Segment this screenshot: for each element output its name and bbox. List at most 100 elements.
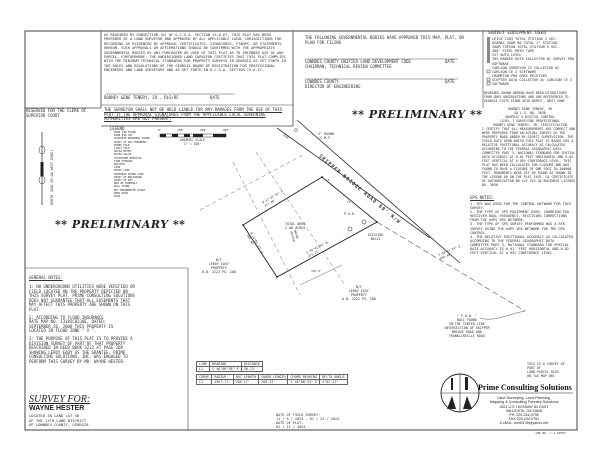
firm-services: Land Surveying, Land Planning, Mapping &…: [489, 396, 559, 405]
date-label: DATE: [445, 79, 455, 84]
total-area: TOTAL AREA 2.00 ACRES: [285, 222, 306, 230]
scale-tick: 0': [158, 128, 162, 132]
gps-note: 4. THE RELATIVE POSITIONAL ACCURACY AS C…: [470, 234, 574, 256]
legend-item: FENCE LINE: [114, 169, 130, 173]
table-header: DELTA ANGLE: [319, 374, 348, 380]
equipment-item: LEICA 1203 TOTAL STATION 3 SEC.: [492, 37, 558, 41]
government-approval-intro: THE FOLLOWING GOVERNMENTAL BODIES HAVE A…: [305, 35, 464, 45]
legend-title: LEGEND: [110, 126, 125, 131]
table-cell: C1: [195, 379, 213, 385]
adjoining-line: [232, 161, 301, 296]
legend-item: POWER POLE: [114, 143, 130, 147]
dimension-line: [299, 264, 343, 286]
engineering-signature: LOWNDES COUNTY DIRECTOR OF ENGINEERING: [305, 79, 361, 89]
legend-item: CONCRETE MONUMENT FOUND: [114, 137, 150, 141]
surveyor-name: RODNEY GENE TENERY, JR., RLS/RF: [104, 95, 179, 100]
equipment-title: SURVEY EQUIPMENT USED: [488, 31, 547, 36]
date-label: DATE: [445, 59, 455, 64]
adjoining-line: [255, 151, 346, 286]
liability-statement: THE SURVEYOR SHALL NOT BE HELD LIABLE FO…: [104, 107, 283, 122]
scale-tick: 300': [222, 128, 230, 132]
equipment-item: CARLSON SURVEYOR II COLLECTOR W/ CARLSON…: [492, 65, 560, 74]
clerk-box-label: RESERVED FOR THE CLERK OF SUPERIOR COURT: [26, 108, 87, 118]
adjoining-line: [199, 154, 304, 211]
table-cell: L1: [195, 366, 211, 372]
legend-item: NOT MONUMENTED POINT: [114, 188, 146, 192]
bearings-note: BEARINGS SHOWN HEREON HAVE BEEN ESTABLIS…: [484, 91, 569, 103]
gps-note: 2. THE TYPE OF GPS EQUIPMENT USED: CHAMP…: [470, 210, 570, 223]
equipment-item: CST AUTO LEVEL: [492, 53, 522, 58]
centerline: [376, 221, 526, 312]
scale-tick: 200': [199, 128, 208, 132]
general-note: 1: NO UNDERGROUND UTILITIES WERE VERIFIE…: [29, 284, 135, 312]
general-notes: 1: NO UNDERGROUND UTILITIES WERE VERIFIE…: [29, 284, 139, 365]
iron-pin-icon: [276, 276, 278, 278]
job-number: JOB NO. = J-14587: [535, 431, 566, 435]
scale-label: GRAPHIC SCALE 1" = 100': [180, 138, 205, 146]
preliminary-stamp: ** PRELIMINARY **: [352, 108, 483, 121]
legend-item: SIGN: [114, 166, 121, 170]
legend-item: POINT OF BEGINNING: [114, 175, 143, 179]
legend-item: NOW OR FORMERLY: [114, 182, 138, 186]
legend-item: NAIL FOUND: [114, 185, 130, 189]
iron-pin-icon: [376, 221, 378, 223]
gps-note: 3. THE TYPE OF GPS SURVEY PERFORMED WAS …: [470, 222, 565, 235]
survey-location: LOCATED IN LAND LOT 50 OF THE 11TH LAND …: [29, 413, 91, 428]
table-header: CHORD BEARING: [287, 374, 321, 380]
pob-note: " P.O.B. " NAIL FOUND IN THE CENTER LINE…: [444, 314, 490, 338]
firm-name: Prime Consulting Solutions: [478, 383, 572, 392]
survey-for-heading: SURVEY FOR:: [29, 394, 91, 405]
date-label: DATE: [210, 95, 220, 100]
adjoiner-west: N/F LEROY EASY PROPERTY D.B. 3222 PG. 20…: [202, 258, 236, 274]
legend-item: WATER METER: [114, 150, 132, 154]
legend-item: IRON PIN SET: [114, 134, 133, 138]
curve-label: C1: [347, 200, 351, 204]
gps-notes: 1. GPS WAS USED FOR THE CONTROL NETWORK …: [470, 202, 575, 255]
equipment-list: LEICA 1203 TOTAL STATION 3 SEC. GEOMAX Z…: [492, 37, 576, 86]
graphic-scale: [159, 133, 227, 138]
gps-notes-title: GPS NOTES:: [470, 195, 495, 200]
legend-item: IRON PIN FOUND: [114, 131, 136, 134]
general-note: 3: THE PURPOSE OF THIS PLAT IS TO PROVID…: [29, 335, 133, 364]
table-cell: 2967.71': [211, 379, 234, 385]
scale-ticks: 0' 100' 200' 300': [158, 128, 230, 133]
table-header: DISTANCE: [240, 361, 264, 367]
north-arrow-icon: [38, 132, 46, 205]
table-cell: 209.17': [232, 379, 259, 385]
wells-label: EXISTING WELLS: [368, 233, 384, 241]
road-right-of-way: [296, 119, 461, 264]
equipment-item: ZOOM TOPCON TOTAL STATION 5 SEC.: [492, 45, 560, 50]
survey-dates: DATE OF FIELD SURVEY: 11 / 6 / 2023 - 01…: [276, 413, 340, 429]
iron-pin-icon: [321, 176, 323, 178]
equipment-item: GEOMAX ZOOM 80 TOTAL 2" STATION: [492, 41, 558, 46]
certification-text: I CERTIFY THAT ALL MEASUREMENTS ARE CORR…: [482, 127, 576, 187]
equipment-item: SCEPTER DATA COLLECTOR W/ CARLSON CE 3 S…: [492, 77, 573, 87]
well-icon: [361, 219, 367, 225]
leader-line: [479, 310, 526, 320]
tract-label: WAYNE HESTER: [289, 229, 300, 243]
client-name: WAYNE HESTER: [29, 405, 85, 412]
equipment-checkboxes: [486, 37, 491, 86]
adjoiner-south: N/F LEROY EASY PROPERTY D.B. 3222 PG. 20…: [342, 285, 376, 301]
legend-item: FIRE HYDRANT: [114, 159, 133, 163]
legend-item: RIGHT OF WAY MONUMENT: [114, 140, 147, 144]
line-label: L1: [326, 178, 330, 182]
scale-tick: 100': [177, 128, 185, 132]
legend-item: TELEPHONE PEDESTAL: [114, 156, 143, 160]
legend-item: MAILBOX: [114, 163, 125, 167]
monument-icon: [294, 128, 298, 132]
legend-item: RIGHT OF WAY: [114, 179, 133, 183]
legend-item: OVERHEAD POWER LINE: [114, 172, 144, 176]
iron-pin-icon: [242, 224, 244, 226]
equipment-item: CHAMPION PRO GNSS RECEIVER: [492, 73, 547, 78]
preliminary-stamp: ** PRELIMINARY **: [55, 218, 186, 231]
general-note: 2: ACCORDING TO FLOOD INSURANCE RATE MAP…: [29, 314, 114, 334]
firm-logo-icon: [440, 373, 573, 413]
